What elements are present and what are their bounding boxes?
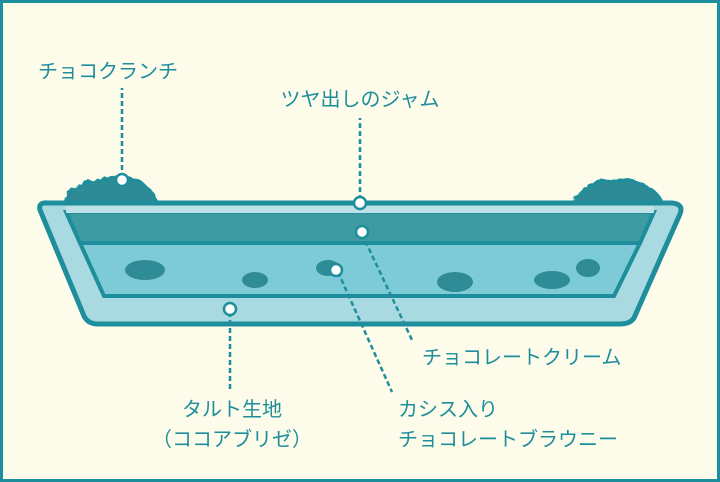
label-crust-line1: タルト生地 bbox=[182, 397, 282, 421]
marker-crust bbox=[222, 301, 238, 317]
label-brownie-line2: チョコレートブラウニー bbox=[398, 427, 618, 451]
marker-brownie bbox=[328, 262, 344, 278]
leader-brownie bbox=[336, 271, 394, 393]
marker-crunch bbox=[114, 172, 130, 188]
label-crust-line2: （ココアブリゼ） bbox=[152, 427, 312, 451]
label-crunch: チョコクランチ bbox=[38, 59, 178, 83]
leader-cream bbox=[360, 233, 414, 341]
label-cream: チョコレートクリーム bbox=[422, 345, 621, 369]
marker-cream bbox=[354, 224, 370, 240]
marker-jam bbox=[352, 195, 368, 211]
label-jam: ツヤ出しのジャム bbox=[281, 87, 440, 111]
label-brownie-line1: カシス入り bbox=[398, 397, 498, 421]
